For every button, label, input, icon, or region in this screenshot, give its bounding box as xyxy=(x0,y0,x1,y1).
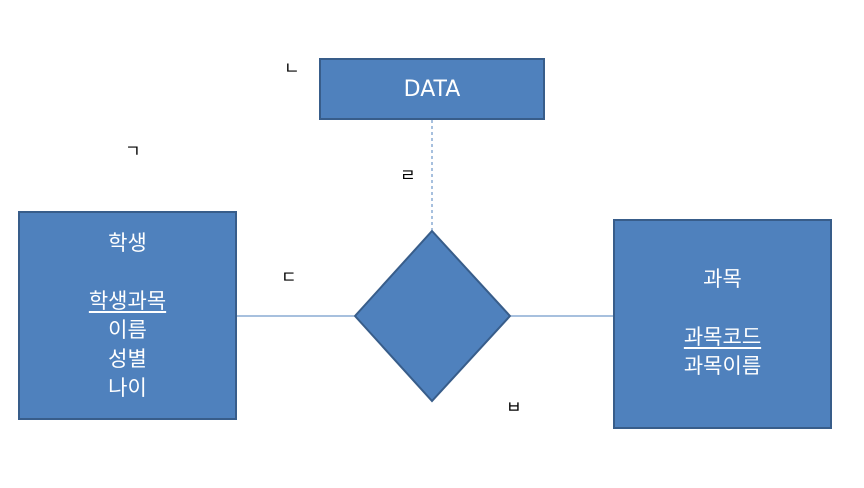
data-entity-label: DATA xyxy=(403,76,461,102)
marker-giyeok: ㄱ xyxy=(125,142,141,162)
subject-attribute-name: 과목이름 xyxy=(683,354,762,378)
student-attribute-gender: 성별 xyxy=(108,347,147,371)
marker-bieup: ㅂ xyxy=(506,398,522,418)
relationship-diamond[interactable] xyxy=(353,229,512,403)
student-entity-box[interactable]: 학생 학생과목 이름 성별 나이 xyxy=(18,211,237,420)
marker-rieul: ㄹ xyxy=(400,166,416,186)
marker-digeut: ㄷ xyxy=(281,268,297,288)
data-entity-box[interactable]: DATA xyxy=(319,58,545,120)
marker-nieun: ㄴ xyxy=(284,59,300,79)
student-attribute-name: 이름 xyxy=(108,318,147,342)
subject-entity-title: 과목 xyxy=(703,267,742,291)
student-key-attribute: 학생과목 xyxy=(88,289,167,313)
subject-entity-box[interactable]: 과목 과목코드 과목이름 xyxy=(613,219,832,429)
spacer xyxy=(615,294,830,323)
subject-key-attribute: 과목코드 xyxy=(683,325,762,349)
student-attribute-age: 나이 xyxy=(108,376,147,400)
spacer xyxy=(20,258,235,287)
student-entity-title: 학생 xyxy=(108,231,147,255)
